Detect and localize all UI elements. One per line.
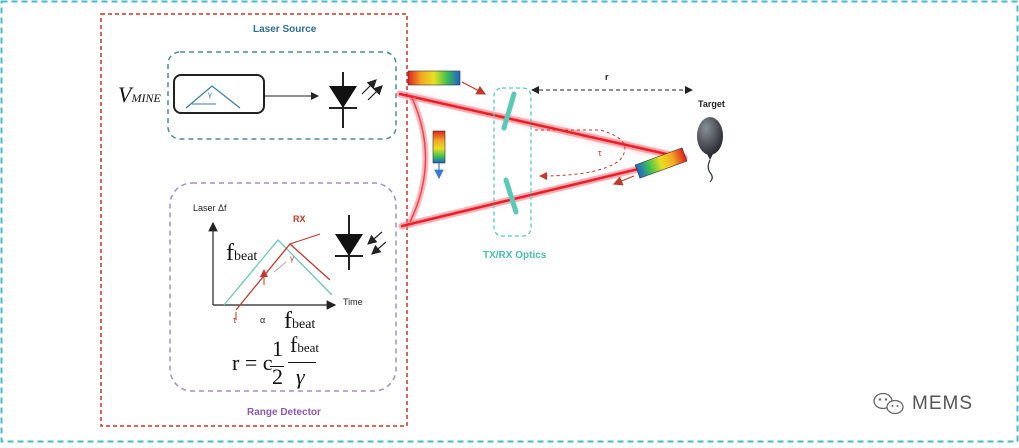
chirp-generator-box <box>173 74 265 114</box>
v-symbol: V <box>118 82 132 107</box>
fbeat-left: fbeat <box>226 240 258 266</box>
v-subscript: MINE <box>131 91 161 105</box>
laser-module-box <box>100 13 408 427</box>
ramp-gamma-label: γ <box>208 90 212 99</box>
rx-label: RX <box>293 214 306 224</box>
balloon-icon <box>697 117 723 183</box>
target-label: Target <box>698 99 725 109</box>
laser-diode-symbol <box>329 72 383 128</box>
photodiode-symbol <box>335 215 387 270</box>
alpha-label: α <box>260 315 266 325</box>
laser-source-box <box>167 51 397 140</box>
tx-lens <box>501 91 517 131</box>
watermark-text: MEMS <box>912 393 973 414</box>
tx-chirp <box>223 239 333 306</box>
chirp-ramp <box>185 85 241 109</box>
optics-title: TX/RX Optics <box>483 250 547 261</box>
lo-spectrum-bar <box>432 130 446 164</box>
tau-graph-label: τ <box>233 315 237 325</box>
v-mine-label: VMINE <box>118 82 161 108</box>
range-detector-title: Range Detector <box>247 407 321 418</box>
rx-spectrum-bar <box>634 147 688 179</box>
rx-gamma-label: γ <box>290 254 294 263</box>
laser-source-title: Laser Source <box>253 24 317 35</box>
y-axis-label: Laser Δf <box>193 203 227 213</box>
tx-spectrum-bar <box>407 70 461 86</box>
x-axis-label: Time <box>343 297 363 307</box>
optics-box <box>493 87 532 237</box>
rx-lens <box>503 177 519 215</box>
tau-path-label: τ <box>598 148 602 158</box>
local-oscillator-beam <box>409 97 427 223</box>
wechat-icon <box>873 392 904 415</box>
fbeat-bottom: fbeat <box>284 308 316 334</box>
range-detector-box <box>169 182 397 392</box>
tau-path <box>535 129 626 180</box>
tx-beam <box>398 92 686 160</box>
range-r-label: r <box>605 72 609 82</box>
